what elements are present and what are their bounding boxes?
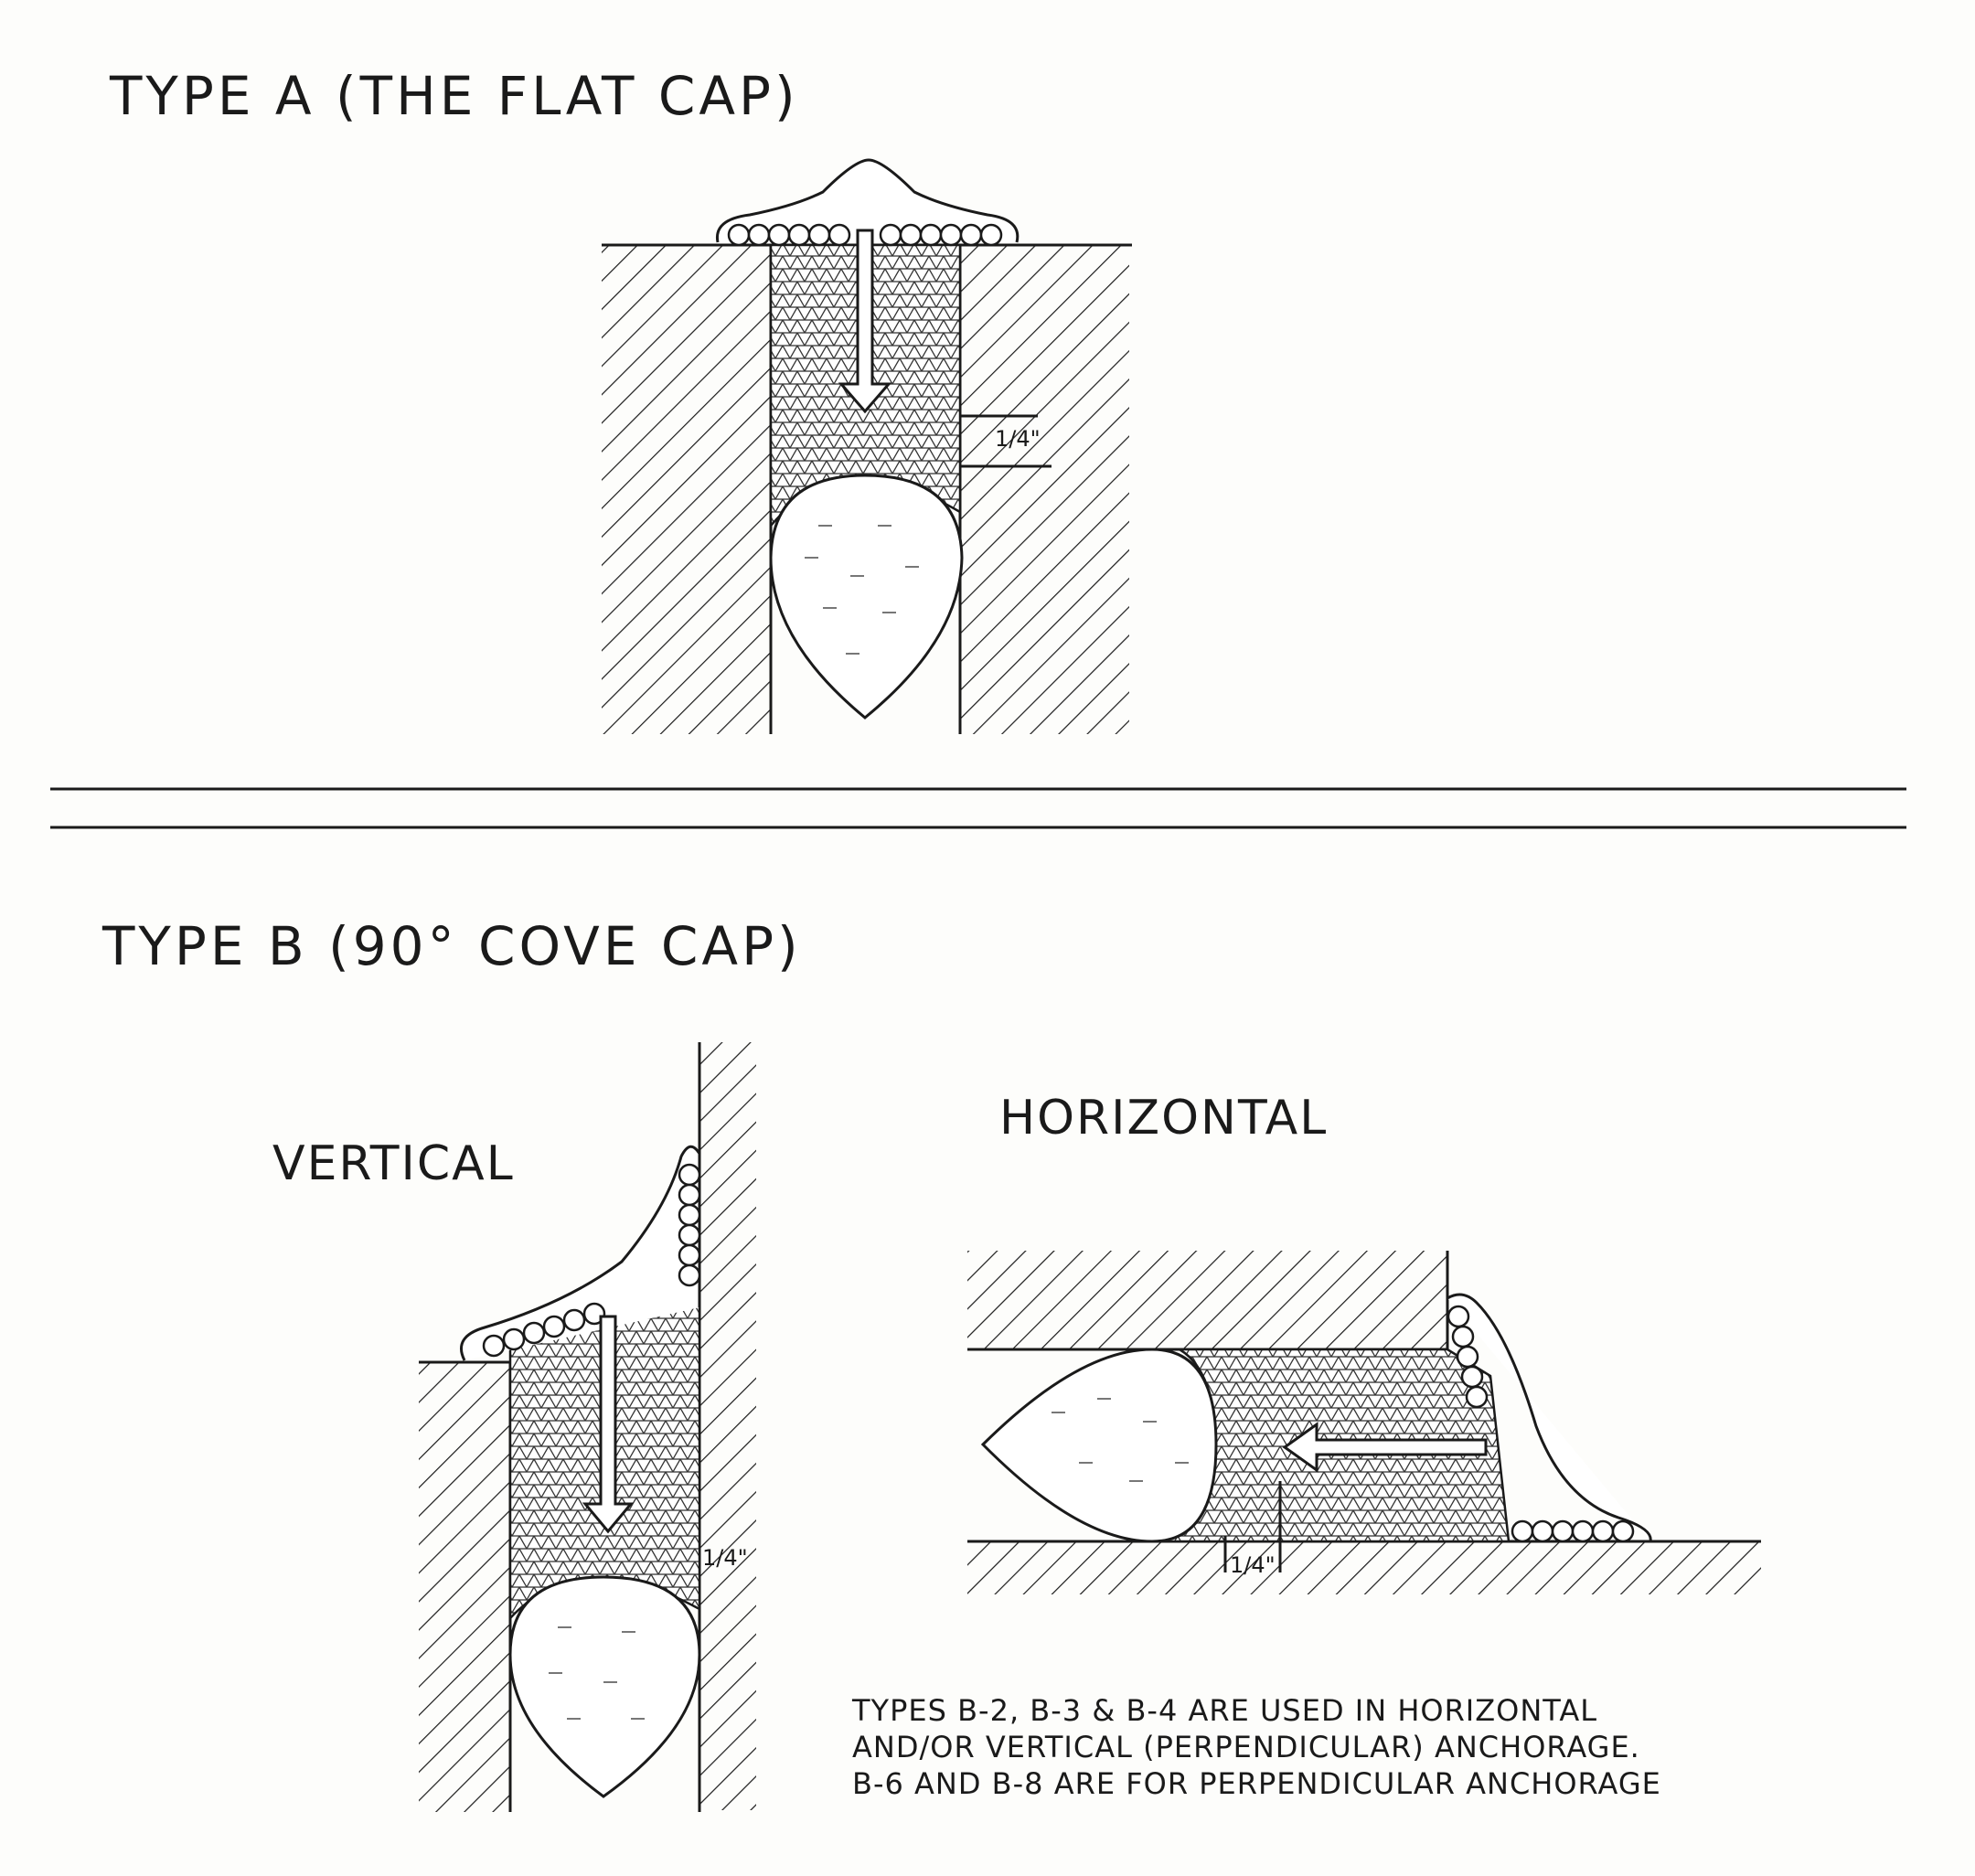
type-a-right-wall [960,245,1129,734]
horizontal-cap [1447,1293,1652,1542]
horizontal-arrow [1282,1422,1488,1473]
type-a-dimension: 1/4" [995,426,1041,452]
vertical-dimension: 1/4" [702,1545,748,1571]
type-a-section: TYPE A (THE FLAT CAP) [109,65,1132,734]
note-line-1: TYPES B-2, B-3 & B-4 ARE USED IN HORIZON… [851,1693,1597,1728]
note-line-3: B-6 AND B-8 ARE FOR PERPENDICULAR ANCHOR… [852,1766,1661,1801]
horizontal-backer-rod [980,1348,1218,1543]
type-b-section: TYPE B (90° COVE CAP) VERTICAL [101,915,1761,1812]
vertical-label: VERTICAL [272,1136,515,1191]
horizontal-dimension: 1/4" [1230,1552,1276,1578]
type-a-arrow [838,229,892,414]
type-a-backer-rod [769,474,964,719]
type-a-title: TYPE A (THE FLAT CAP) [109,65,799,127]
note-block: TYPES B-2, B-3 & B-4 ARE USED IN HORIZON… [851,1693,1661,1801]
type-b-vertical: VERTICAL [272,1042,756,1812]
note-line-2: AND/OR VERTICAL (PERPENDICULAR) ANCHORAG… [852,1730,1640,1764]
type-a-left-wall [602,245,771,734]
vertical-cap [460,1145,701,1361]
horizontal-label: HORIZONTAL [999,1091,1328,1146]
type-b-horizontal: HORIZONTAL [967,1091,1761,1594]
type-a-cap [715,158,1020,243]
type-b-title: TYPE B (90° COVE CAP) [101,915,802,977]
vertical-arrow [582,1315,635,1534]
vertical-backer-rod [508,1575,701,1798]
